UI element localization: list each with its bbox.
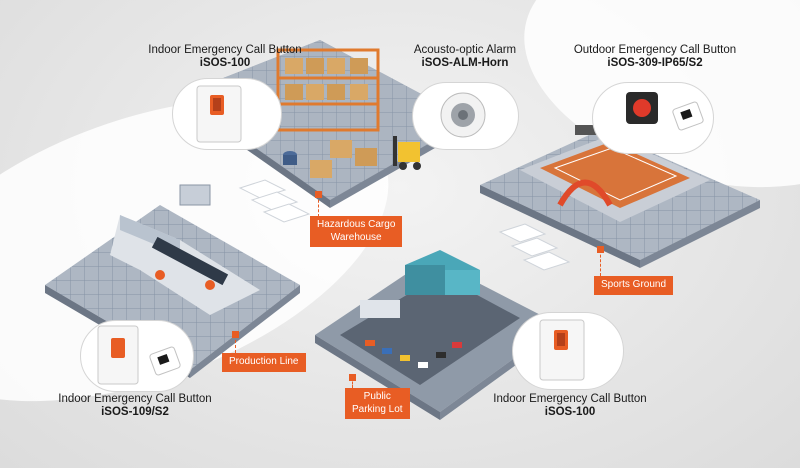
device-title-alarm: Acousto-optic Alarm iSOS-ALM-Horn — [385, 44, 545, 70]
connection-chevrons — [238, 179, 571, 271]
area-badge-warehouse: Hazardous Cargo Warehouse — [310, 216, 403, 247]
device-name: Indoor Emergency Call Button — [493, 393, 647, 405]
area-pin-line — [318, 195, 319, 217]
area-pin — [597, 246, 604, 253]
device-model: iSOS-ALM-Horn — [421, 57, 509, 70]
device-name: Indoor Emergency Call Button — [148, 44, 302, 56]
device-bubble-parking — [512, 312, 624, 390]
device-title-parking-button: Indoor Emergency Call Button iSOS-100 — [480, 393, 660, 419]
area-label-line1: Public — [363, 391, 391, 402]
area-badge-sports-ground: Sports Ground — [594, 276, 674, 295]
area-pin-line — [235, 335, 236, 353]
area-label-line1: Production Line — [229, 356, 299, 367]
area-label-line1: Hazardous Cargo — [317, 219, 396, 230]
device-model: iSOS-100 — [199, 57, 251, 70]
device-bubble-production — [80, 320, 194, 392]
device-name: Outdoor Emergency Call Button — [573, 44, 737, 56]
area-badge-parking-lot: Public Parking Lot — [345, 388, 410, 419]
device-model: iSOS-100 — [544, 406, 596, 419]
device-bubble-alarm — [412, 82, 519, 150]
area-pin-line — [352, 378, 353, 388]
device-name: Acousto-optic Alarm — [413, 44, 517, 56]
area-pin — [349, 374, 356, 381]
area-label-line1: Sports Ground — [601, 279, 667, 290]
device-title-outdoor-button: Outdoor Emergency Call Button iSOS-309-I… — [565, 44, 745, 70]
device-bubble-warehouse — [172, 78, 282, 150]
device-model: iSOS-309-IP65/S2 — [607, 57, 703, 70]
area-badge-production-line: Production Line — [222, 353, 306, 372]
parking-lot-tile — [315, 250, 560, 420]
area-pin-line — [600, 250, 601, 276]
area-label-line2: Parking Lot — [352, 403, 403, 415]
device-bubble-stadium — [592, 82, 714, 154]
device-model: iSOS-109/S2 — [101, 406, 169, 419]
device-title-production-button: Indoor Emergency Call Button iSOS-109/S2 — [45, 393, 225, 419]
area-label-line2: Warehouse — [330, 231, 382, 243]
area-pin — [232, 331, 239, 338]
device-name: Indoor Emergency Call Button — [58, 393, 212, 405]
area-pin — [315, 191, 322, 198]
device-title-warehouse-button: Indoor Emergency Call Button iSOS-100 — [140, 44, 310, 70]
